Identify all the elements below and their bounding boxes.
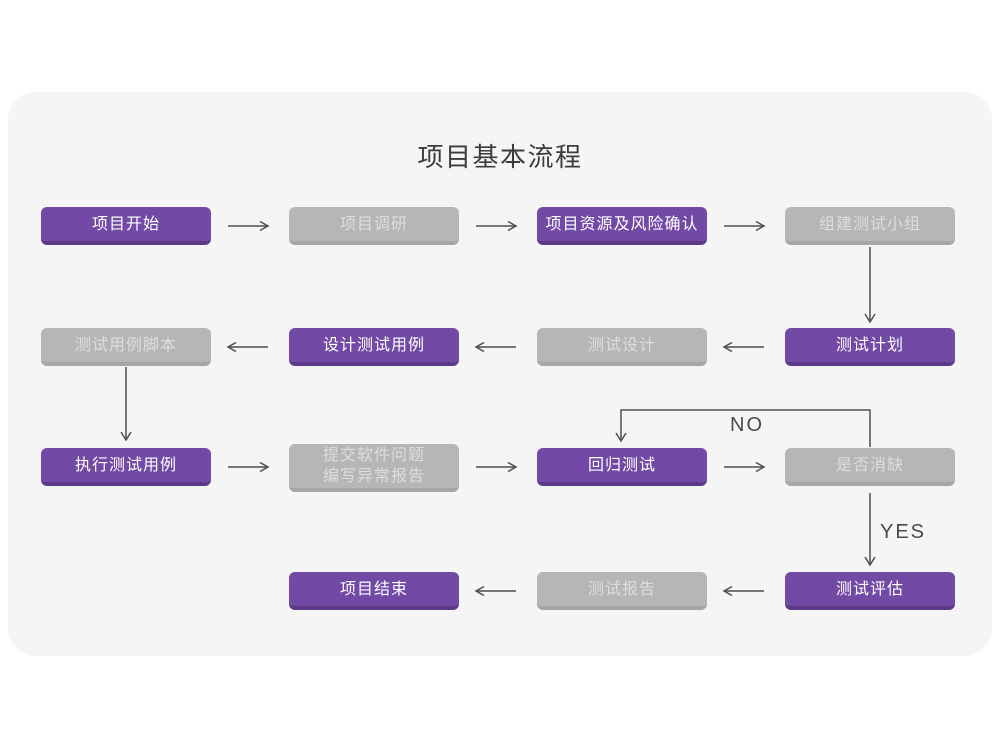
branch-label-yes: YES <box>880 521 927 543</box>
flow-node-test-plan: 测试计划 <box>785 328 955 366</box>
flow-node-regression-test: 回归测试 <box>537 448 707 486</box>
flow-node-test-design: 测试设计 <box>537 328 707 366</box>
flow-node-project-end: 项目结束 <box>289 572 459 610</box>
flow-node-build-test-team: 组建测试小组 <box>785 207 955 245</box>
flow-node-resource-risk-confirm: 项目资源及风险确认 <box>537 207 707 245</box>
branch-label-no: NO <box>730 414 764 436</box>
flow-node-test-case-scripts: 测试用例脚本 <box>41 328 211 366</box>
flow-node-submit-issue-report: 提交软件问题 编写异常报告 <box>289 444 459 492</box>
flow-node-execute-test-cases: 执行测试用例 <box>41 448 211 486</box>
flowchart-card-background <box>8 92 992 656</box>
flow-node-project-research: 项目调研 <box>289 207 459 245</box>
page-title: 项目基本流程 <box>417 142 583 172</box>
flow-node-test-report: 测试报告 <box>537 572 707 610</box>
flow-node-defect-resolved: 是否消缺 <box>785 448 955 486</box>
flow-node-test-evaluation: 测试评估 <box>785 572 955 610</box>
flow-node-project-start: 项目开始 <box>41 207 211 245</box>
flow-node-design-test-cases: 设计测试用例 <box>289 328 459 366</box>
